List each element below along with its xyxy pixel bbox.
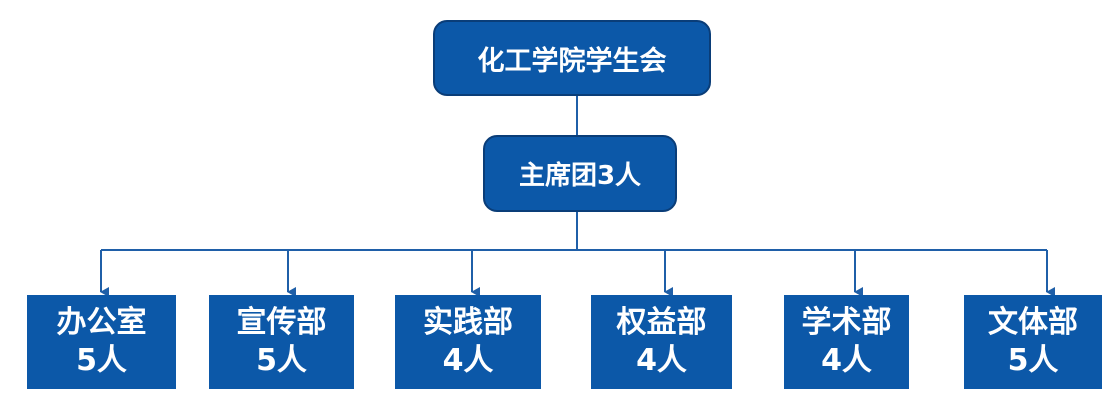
dept-count: 4人 xyxy=(821,343,872,378)
dept-publicity: 宣传部 5人 xyxy=(209,295,354,389)
dept-name: 实践部 xyxy=(423,305,513,340)
dept-name: 办公室 xyxy=(56,305,147,340)
dept-name: 宣传部 xyxy=(236,305,327,340)
dept-count: 5人 xyxy=(76,343,127,378)
dept-practice: 实践部 4人 xyxy=(395,295,541,389)
presidium-label: 主席团3人 xyxy=(518,161,642,191)
dept-academic: 学术部 4人 xyxy=(784,295,909,389)
dept-count: 4人 xyxy=(636,343,687,378)
dept-count: 5人 xyxy=(256,343,307,378)
dept-count: 4人 xyxy=(442,343,494,378)
dept-name: 学术部 xyxy=(801,305,892,340)
root-label: 化工学院学生会 xyxy=(477,45,667,77)
dept-culture-sports: 文体部 5人 xyxy=(964,295,1102,389)
dept-rights: 权益部 4人 xyxy=(591,295,732,389)
root-node: 化工学院学生会 xyxy=(433,20,711,96)
dept-count: 5人 xyxy=(1007,343,1059,378)
dept-name: 文体部 xyxy=(988,305,1078,340)
presidium-node: 主席团3人 xyxy=(483,135,677,212)
dept-name: 权益部 xyxy=(616,305,707,340)
dept-office: 办公室 5人 xyxy=(27,295,176,389)
